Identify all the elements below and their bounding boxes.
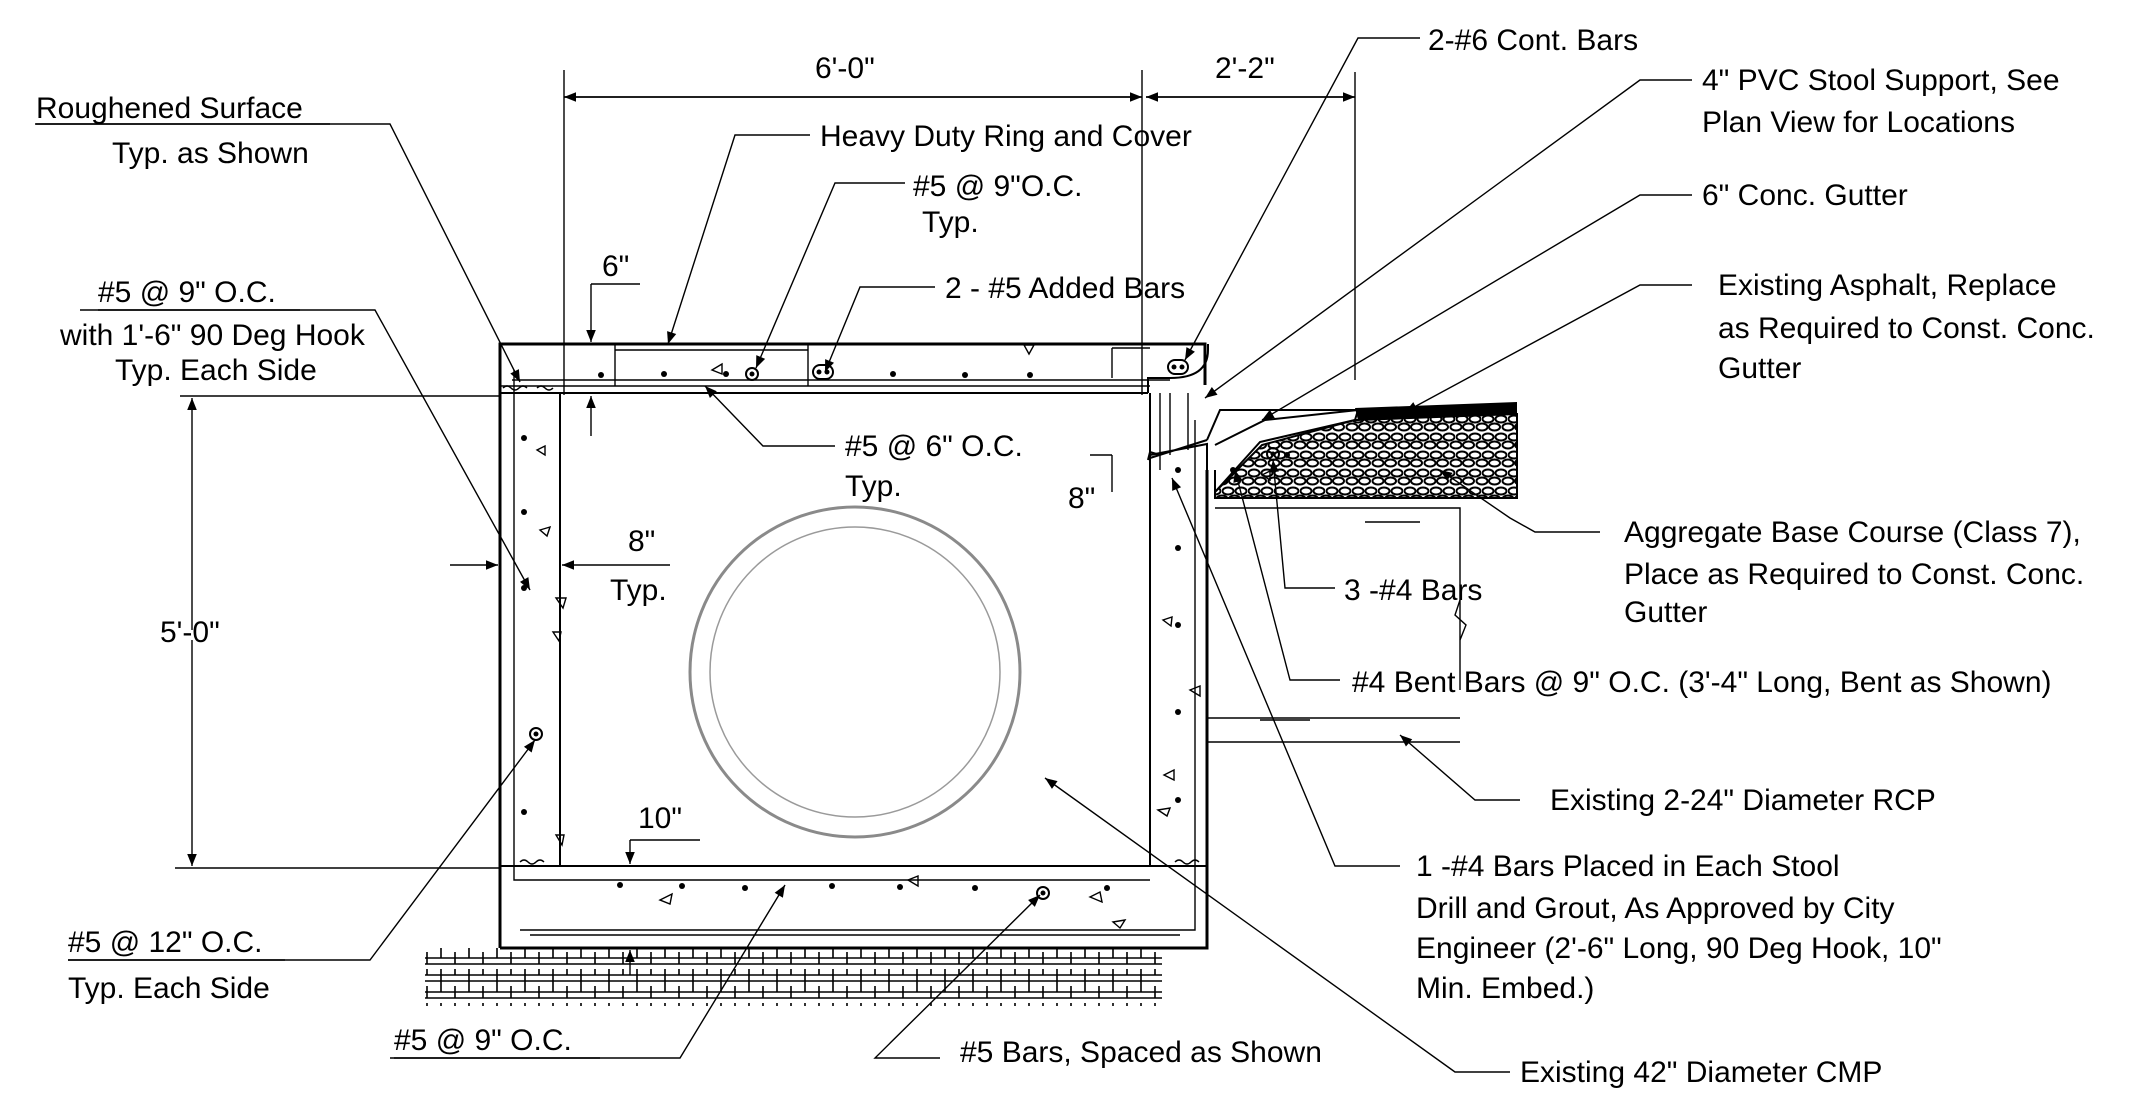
label-stool-3: Engineer (2'-6" Long, 90 Deg Hook, 10" bbox=[1416, 932, 1942, 965]
label-aggregate-2: Place as Required to Const. Conc. bbox=[1624, 558, 2084, 591]
dim-width-top: 6'-0" bbox=[815, 52, 875, 85]
label-aggregate-1: Aggregate Base Course (Class 7), bbox=[1624, 516, 2081, 549]
dimension-labels: 6'-0" 2'-2" 6" 8" Typ. 8" 5'-0" 10" bbox=[160, 52, 1275, 835]
ring-cover-recess bbox=[614, 344, 809, 386]
label-asphalt-3: Gutter bbox=[1718, 352, 1801, 385]
dim-gutter-width: 2'-2" bbox=[1215, 52, 1275, 85]
cmp-pipe-outer bbox=[688, 505, 1022, 839]
label-bottom-bars: #5 @ 9" O.C. bbox=[394, 1024, 572, 1057]
concrete-aggregate-marks bbox=[535, 344, 1271, 930]
label-pvc-2: Plan View for Locations bbox=[1702, 106, 2015, 139]
callout-labels: Roughened Surface Typ. as Shown #5 @ 9" … bbox=[36, 24, 2095, 1089]
dim-wall-thickness: 8" bbox=[628, 525, 655, 558]
label-side-bars-1: #5 @ 12" O.C. bbox=[68, 926, 263, 959]
label-stool-1: 1 -#4 Bars Placed in Each Stool bbox=[1416, 850, 1840, 883]
label-top-bars-1: #5 @ 9"O.C. bbox=[913, 170, 1083, 203]
label-hook-1: #5 @ 9" O.C. bbox=[98, 276, 276, 309]
box-structure bbox=[425, 342, 1518, 1006]
label-bent-bars: #4 Bent Bars @ 9" O.C. (3'-4" Long, Bent… bbox=[1352, 666, 2052, 699]
dim-curb-height: 8" bbox=[1068, 482, 1095, 515]
earth-hatch bbox=[425, 948, 1162, 1006]
dim-wall-typ: Typ. bbox=[610, 574, 667, 607]
label-rcp: Existing 2-24" Diameter RCP bbox=[1550, 784, 1936, 817]
label-added-bars: 2 - #5 Added Bars bbox=[945, 272, 1185, 305]
dim-base-thickness: 10" bbox=[638, 802, 682, 835]
label-top-bars-2: Typ. bbox=[922, 206, 979, 239]
dim-height: 5'-0" bbox=[160, 616, 220, 649]
pvc-stool bbox=[1159, 393, 1189, 470]
label-lid-bottom-2: Typ. bbox=[845, 470, 902, 503]
existing-pavement bbox=[1207, 507, 1461, 743]
label-stool-4: Min. Embed.) bbox=[1416, 972, 1594, 1005]
label-lid-bottom-1: #5 @ 6" O.C. bbox=[845, 430, 1023, 463]
label-aggregate-3: Gutter bbox=[1624, 596, 1707, 629]
aggregate-base bbox=[1214, 412, 1518, 499]
label-cont-bars: 2-#6 Cont. Bars bbox=[1428, 24, 1638, 57]
label-hook-2: with 1'-6" 90 Deg Hook bbox=[59, 319, 366, 352]
dim-lid-thickness: 6" bbox=[602, 250, 629, 283]
label-asphalt-2: as Required to Const. Conc. bbox=[1718, 312, 2095, 345]
gutter-top bbox=[1147, 409, 1359, 461]
leader-lines bbox=[35, 37, 1692, 1073]
roughened-surface-marks bbox=[502, 385, 1200, 865]
rebar-right-wall bbox=[520, 420, 1196, 931]
rebar-left-wall bbox=[513, 370, 1150, 881]
label-underlines bbox=[36, 123, 600, 1059]
label-roughened-2: Typ. as Shown bbox=[112, 137, 309, 170]
label-stool-2: Drill and Grout, As Approved by City bbox=[1416, 892, 1895, 925]
label-hook-3: Typ. Each Side bbox=[115, 354, 317, 387]
label-spaced-bars: #5 Bars, Spaced as Shown bbox=[960, 1036, 1322, 1069]
label-pvc-1: 4" PVC Stool Support, See bbox=[1702, 64, 2060, 97]
label-ring-cover: Heavy Duty Ring and Cover bbox=[820, 120, 1192, 153]
curb-outline bbox=[1147, 344, 1209, 393]
label-side-bars-2: Typ. Each Side bbox=[68, 972, 270, 1005]
label-cmp: Existing 42" Diameter CMP bbox=[1520, 1056, 1882, 1089]
label-three-bars: 3 -#4 Bars bbox=[1344, 574, 1482, 607]
cmp-pipe-inner bbox=[709, 526, 1001, 818]
label-roughened-1: Roughened Surface bbox=[36, 92, 303, 125]
label-asphalt-1: Existing Asphalt, Replace bbox=[1718, 269, 2057, 302]
label-gutter: 6" Conc. Gutter bbox=[1702, 179, 1908, 212]
dimension-lines bbox=[175, 70, 1356, 975]
break-line bbox=[1454, 599, 1467, 641]
